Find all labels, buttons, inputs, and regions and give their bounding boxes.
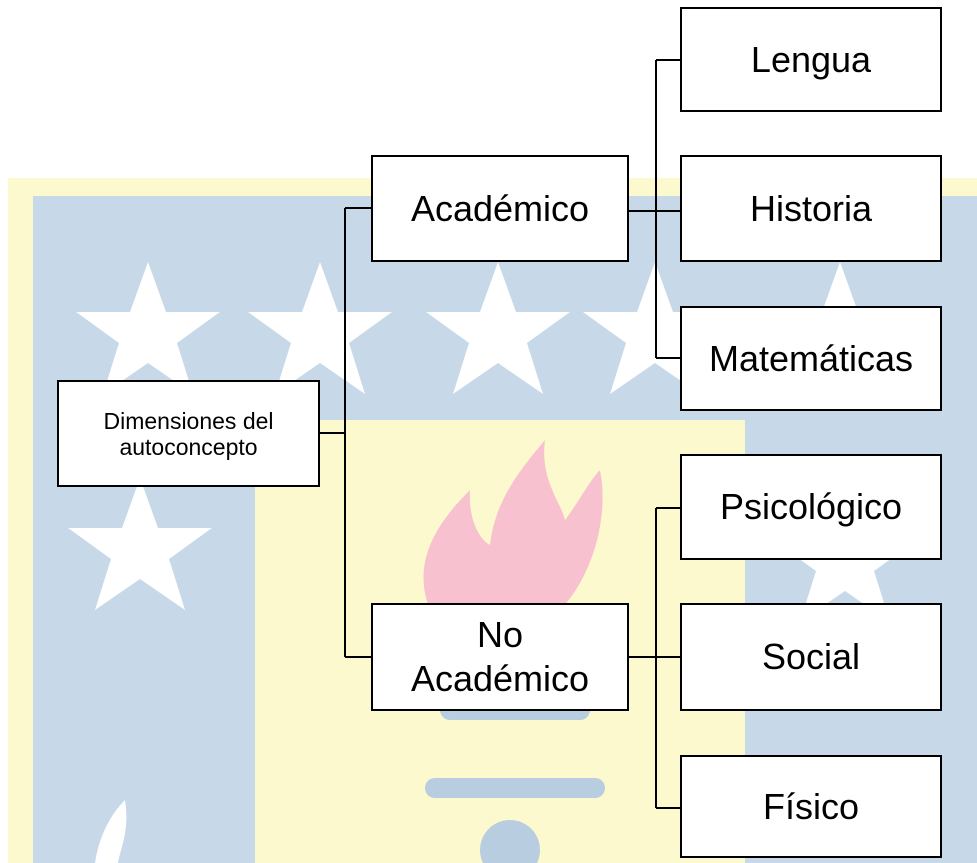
leaf-node-psicologico: Psicológico	[680, 454, 942, 560]
leaf-node-label: Matemáticas	[708, 337, 914, 379]
leaf-node-matematicas: Matemáticas	[680, 306, 942, 411]
branch-node-label: Académico	[410, 187, 590, 229]
branch-node-academico: Académico	[371, 155, 629, 262]
watermark-torch-base	[480, 820, 540, 863]
branch-node-label: No Académico	[410, 614, 590, 699]
leaf-node-label: Físico	[762, 785, 859, 827]
leaf-node-lengua: Lengua	[680, 7, 942, 112]
watermark-flame	[423, 440, 603, 610]
root-node: Dimensiones del autoconcepto	[57, 380, 320, 487]
connector-academico-to-leaves	[628, 59, 681, 359]
leaf-node-fisico: Físico	[680, 755, 942, 858]
leaf-node-social: Social	[680, 603, 942, 711]
leaf-node-label: Psicológico	[719, 486, 903, 527]
leaf-node-label: Social	[761, 636, 861, 677]
leaf-node-label: Historia	[749, 187, 873, 229]
leaf-node-historia: Historia	[680, 155, 942, 262]
star-icon	[248, 262, 392, 394]
star-icon	[76, 262, 220, 394]
watermark-torch-bar	[425, 778, 605, 798]
branch-node-no-academico: No Académico	[371, 603, 629, 711]
connector-no-academico-to-leaves	[628, 507, 681, 809]
root-node-label: Dimensiones del autoconcepto	[103, 407, 274, 460]
leaf-node-label: Lengua	[750, 38, 872, 80]
star-icon	[68, 478, 212, 610]
star-icon	[426, 262, 570, 394]
watermark-leaf-left	[95, 800, 127, 863]
connector-root-to-branches	[319, 207, 372, 658]
